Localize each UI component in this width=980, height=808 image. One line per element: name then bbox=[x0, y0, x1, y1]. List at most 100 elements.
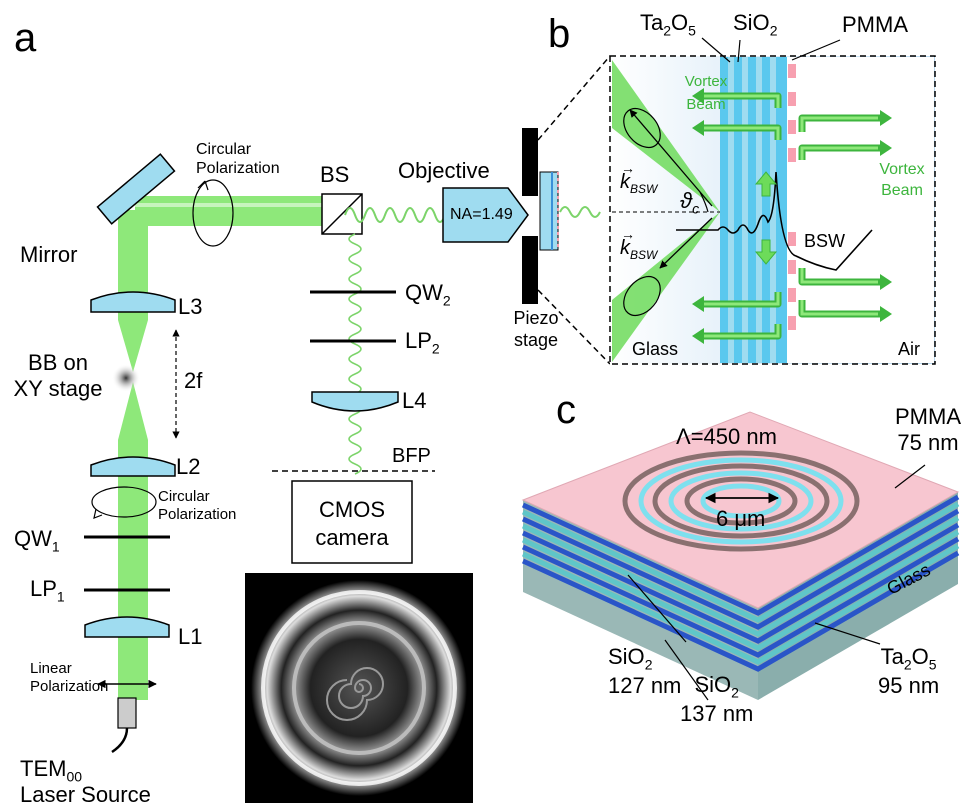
l1-label: L1 bbox=[178, 624, 203, 649]
ta2o5-c-a: Ta bbox=[880, 644, 904, 669]
panel-label-b: b bbox=[548, 12, 571, 56]
ta2o5-b-s2: 5 bbox=[688, 22, 696, 39]
l2-label: L2 bbox=[176, 454, 201, 479]
k-bsw-bottom-label: →kBSW bbox=[620, 226, 658, 262]
sio2-b-s1: 2 bbox=[769, 22, 778, 39]
lens-l2-icon bbox=[90, 456, 176, 477]
pmma-c-line1: PMMA bbox=[895, 404, 961, 429]
circular-pol-top-icon bbox=[192, 179, 234, 247]
vortex-left-line1: Vortex bbox=[684, 73, 728, 90]
qw1-label: QW1 bbox=[14, 528, 60, 555]
ta2o5-label-c: Ta2O5 95 nm bbox=[878, 644, 939, 700]
ta2o5-b-s1: 2 bbox=[663, 22, 672, 39]
linear-pol-line2: Polarization bbox=[30, 678, 109, 695]
na-label: NA=1.49 bbox=[450, 206, 513, 223]
linear-pol-label: Linear Polarization bbox=[30, 660, 108, 696]
panel-b-bsw-diagram bbox=[609, 37, 936, 365]
sio2-137-label: SiO2 137 nm bbox=[680, 672, 753, 728]
beam-block-icon bbox=[112, 364, 140, 392]
lp1-label: LP1 bbox=[30, 576, 65, 604]
mirror-icon bbox=[96, 153, 176, 225]
lens-l3-icon bbox=[90, 291, 176, 313]
sio2-137-base: SiO bbox=[694, 672, 732, 697]
pmma-label-c: PMMA 75 nm bbox=[888, 404, 968, 457]
panel-c-3d-sample bbox=[521, 411, 960, 701]
ta2o5-c-s1: 2 bbox=[903, 656, 912, 673]
piezo-stage-top bbox=[522, 128, 538, 196]
circular-pol-top-label: Circular Polarization bbox=[196, 140, 280, 178]
bb-label: BB on XY stage bbox=[6, 350, 110, 403]
bsw-arrow-down bbox=[754, 239, 778, 265]
pmma-grating bbox=[788, 64, 796, 330]
vortex-right-line2: Beam bbox=[881, 181, 923, 199]
ta2o5-c-value: 95 nm bbox=[878, 673, 940, 699]
objective-label: Objective bbox=[398, 158, 490, 183]
helical-beam-right bbox=[344, 207, 446, 223]
theta-sub: c bbox=[692, 200, 700, 217]
vertical-beam-lower bbox=[118, 382, 148, 700]
sio2-127-base: SiO bbox=[608, 644, 645, 669]
diameter-label: 6 μm bbox=[716, 506, 766, 531]
sio2-label-b: SiO2 bbox=[733, 10, 778, 39]
l3-label: L3 bbox=[178, 294, 203, 319]
laser-sub: 00 bbox=[66, 768, 83, 785]
vertical-beam bbox=[118, 210, 148, 372]
bsw-label: BSW bbox=[804, 231, 846, 251]
lp2-sub: 2 bbox=[431, 340, 440, 357]
rotation-icon-top bbox=[623, 107, 661, 149]
vortex-beam-left-label: Vortex Beam bbox=[670, 70, 742, 117]
k-top: k bbox=[620, 171, 630, 193]
circular-pol-bottom-icon bbox=[91, 486, 157, 518]
k-top-sub: BSW bbox=[630, 182, 658, 196]
qw2-label: QW2 bbox=[405, 280, 451, 308]
sio2-137-sub: 2 bbox=[731, 684, 739, 701]
objective-icon bbox=[442, 187, 529, 243]
theta-c-label: ϑc bbox=[680, 188, 700, 217]
panel-label-a: a bbox=[14, 16, 37, 60]
rotation-icon-bottom bbox=[623, 275, 661, 317]
vortex-right-line1: Vortex bbox=[879, 161, 925, 178]
glass-label-b: Glass bbox=[632, 339, 679, 359]
ta2o5-label-b: Ta2O5 bbox=[640, 10, 696, 39]
bsw-arrow-up bbox=[754, 171, 778, 197]
piezo-stage-bottom bbox=[522, 236, 538, 304]
l4-label: L4 bbox=[402, 388, 427, 413]
sio2-137-value: 137 nm bbox=[680, 701, 754, 727]
sample-chip bbox=[539, 171, 559, 251]
lp1-base: LP bbox=[30, 576, 57, 601]
vortex-beam-right-label: Vortex Beam bbox=[872, 160, 932, 202]
spiral-pattern bbox=[326, 667, 384, 721]
sio2-127-value: 127 nm bbox=[608, 673, 682, 699]
qw2-base: QW bbox=[405, 280, 443, 305]
layer-stripes bbox=[521, 494, 960, 672]
sio2-127-sub: 2 bbox=[644, 656, 653, 673]
lens-l1-icon bbox=[84, 616, 170, 638]
circular-pol-top-line1: Circular bbox=[196, 141, 252, 158]
lambda-label: Λ=450 nm bbox=[676, 424, 777, 449]
output-helix bbox=[559, 206, 601, 218]
theta: ϑ bbox=[680, 188, 693, 213]
lens-l4-icon bbox=[311, 391, 399, 412]
sio2-127-label: SiO2 127 nm bbox=[608, 644, 681, 700]
bfp-label: BFP bbox=[392, 445, 431, 467]
circular-pol-bottom-line1: Circular bbox=[158, 488, 210, 505]
camera-line2: camera bbox=[315, 524, 389, 550]
camera-line1: CMOS bbox=[319, 497, 385, 522]
air-label: Air bbox=[898, 339, 920, 359]
sio2-b-a: SiO bbox=[733, 10, 770, 35]
spiral-grating-icon bbox=[622, 450, 860, 552]
lp2-label: LP2 bbox=[405, 330, 440, 357]
ta2o5-c-b: O bbox=[911, 644, 929, 669]
vortex-left-line2: Beam bbox=[686, 96, 726, 114]
qw1-sub: 1 bbox=[51, 538, 60, 555]
piezo-line2: stage bbox=[513, 329, 559, 350]
ta2o5-b-b: O bbox=[671, 10, 689, 35]
laser-label: TEM00 bbox=[20, 758, 83, 785]
camera-label: CMOS camera bbox=[307, 496, 397, 551]
pmma-c-line2: 75 nm bbox=[897, 430, 959, 456]
circular-pol-bottom-line2: Polarization bbox=[158, 506, 237, 523]
k-cone-top bbox=[612, 60, 720, 212]
piezo-label: Piezo stage bbox=[508, 308, 564, 351]
piezo-line1: Piezo bbox=[513, 308, 559, 328]
